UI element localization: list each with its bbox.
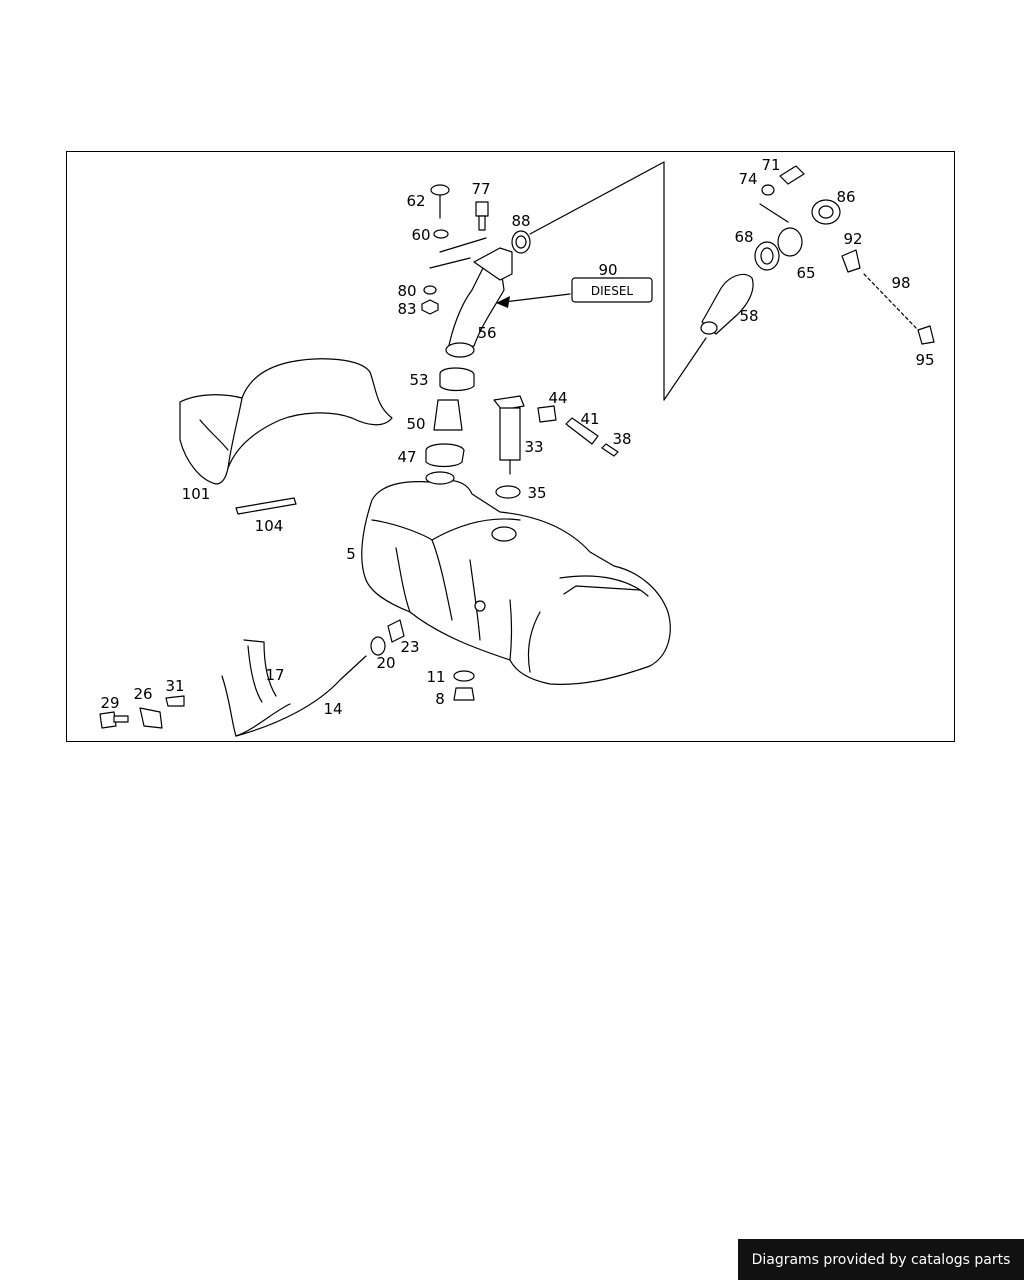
clip-92-part <box>841 249 861 273</box>
end-95-part <box>917 325 935 345</box>
gasket-68-part <box>754 241 780 271</box>
bolt-77-part <box>475 201 489 231</box>
fuel-tank-part <box>361 471 671 685</box>
part-label: 53 <box>409 371 428 389</box>
bracket-26-part <box>139 707 163 729</box>
seal-11-part <box>453 670 475 682</box>
screw-62-part <box>430 184 450 239</box>
part-labels: 71 74 86 62 77 88 60 68 92 65 98 90 80 8… <box>100 156 934 718</box>
washer-20-part <box>370 636 386 656</box>
heat-shield-part <box>179 358 393 485</box>
footer-text: Diagrams provided by catalogs parts <box>751 1251 1011 1268</box>
part-label: 23 <box>400 638 419 656</box>
footer-badge: Diagrams provided by catalogs parts <box>738 1239 1024 1280</box>
part-label: 92 <box>843 230 862 248</box>
part-label: 90 <box>598 261 617 279</box>
part-label: 68 <box>734 228 753 246</box>
cap-86-part <box>811 199 841 225</box>
part-label: 60 <box>411 226 430 244</box>
part-label: 20 <box>376 654 395 672</box>
part-label: 88 <box>511 212 530 230</box>
part-label: 44 <box>548 389 567 407</box>
sleeve-50-part <box>433 399 463 431</box>
part-label: 14 <box>323 700 342 718</box>
clamp-47-part <box>425 443 465 468</box>
part-label: 47 <box>397 448 416 466</box>
part-label: 41 <box>580 410 599 428</box>
strap-17-part <box>221 639 291 737</box>
part-44 <box>537 405 557 423</box>
part-label: 74 <box>738 170 757 188</box>
sender-33-part <box>493 395 525 475</box>
part-label: 80 <box>397 282 416 300</box>
part-label: 62 <box>406 192 425 210</box>
clamp-53-part <box>439 367 475 392</box>
plug-8-part <box>453 687 475 701</box>
part-label: 104 <box>255 517 284 535</box>
clip-80-part <box>423 285 437 295</box>
part-label: 8 <box>435 690 445 708</box>
part-label: 50 <box>406 415 425 433</box>
part-label: 38 <box>612 430 631 448</box>
part-label: 33 <box>524 438 543 456</box>
pad-31-part <box>165 695 185 707</box>
part-label: 56 <box>477 324 496 342</box>
ring-65-part <box>777 227 803 257</box>
diesel-arrow <box>503 293 571 303</box>
part-label: 77 <box>471 180 490 198</box>
inset-lines <box>529 161 707 401</box>
part-38 <box>601 443 619 457</box>
part-label: 98 <box>891 274 910 292</box>
part-label: 86 <box>836 188 855 206</box>
washer-74-part <box>761 184 775 196</box>
part-label: 11 <box>426 668 445 686</box>
part-label: 26 <box>133 685 152 703</box>
strip-part <box>235 497 297 515</box>
bolt-71-part <box>779 165 805 185</box>
filler-hose-part <box>445 247 513 358</box>
part-label: 5 <box>346 545 356 563</box>
part-label: 29 <box>100 694 119 712</box>
part-label: 83 <box>397 300 416 318</box>
diesel-sign-part <box>571 277 653 303</box>
filler-neck-58-part <box>700 273 754 335</box>
part-label: 58 <box>739 307 758 325</box>
part-label: 71 <box>761 156 780 174</box>
part-41 <box>565 417 599 445</box>
part-label: 101 <box>182 485 211 503</box>
part-label: 65 <box>796 264 815 282</box>
ring-88-part <box>511 230 531 254</box>
bolt-29-part <box>99 711 129 729</box>
part-label: 31 <box>165 677 184 695</box>
nut-23-part <box>387 619 405 643</box>
part-label: 95 <box>915 351 934 369</box>
part-label: 17 <box>265 666 284 684</box>
diesel-sign-text: DIESEL <box>591 284 634 298</box>
nut-83-part <box>421 299 439 315</box>
chain-98-part <box>863 273 919 331</box>
part-label: 35 <box>527 484 546 502</box>
cable-14-part <box>235 655 367 737</box>
seal-35-part <box>495 485 521 499</box>
